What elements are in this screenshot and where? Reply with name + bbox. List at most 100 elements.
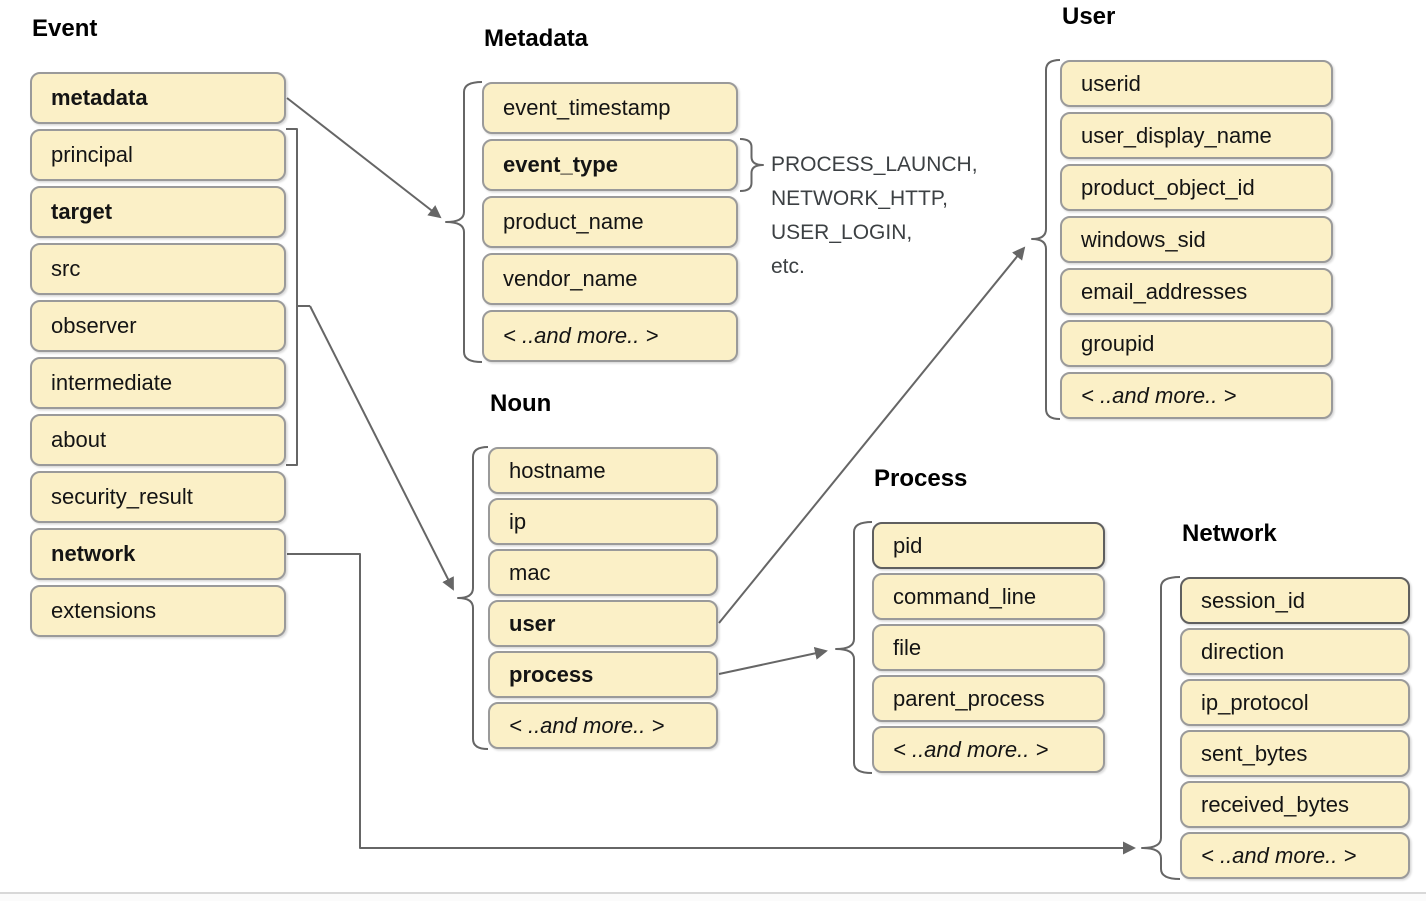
- field-box: ip: [488, 498, 718, 545]
- event-type-values-note: PROCESS_LAUNCH,NETWORK_HTTP,USER_LOGIN,e…: [771, 148, 978, 284]
- noun-group-title: Noun: [490, 390, 552, 418]
- arrow-user-to-user-group: [718, 246, 1026, 624]
- field-box: hostname: [488, 447, 718, 494]
- process-group-title: Process: [874, 465, 968, 493]
- metadata-group-title: Metadata: [484, 25, 589, 53]
- field-box: metadata: [30, 72, 286, 124]
- field-box: vendor_name: [482, 253, 738, 305]
- field-box: < ..and more.. >: [1180, 832, 1410, 879]
- field-box: < ..and more.. >: [482, 310, 738, 362]
- field-box: command_line: [872, 573, 1105, 620]
- field-label: metadata: [51, 85, 148, 110]
- field-box: file: [872, 624, 1105, 671]
- field-box: received_bytes: [1180, 781, 1410, 828]
- field-label: target: [51, 199, 113, 224]
- field-label: groupid: [1081, 330, 1155, 356]
- field-label: intermediate: [51, 370, 173, 395]
- field-box: direction: [1180, 628, 1410, 675]
- arrow-metadata-to-metadata-group: [286, 97, 442, 219]
- field-label: user: [509, 610, 556, 636]
- field-label: event_timestamp: [503, 95, 671, 120]
- field-box: pid: [872, 522, 1105, 569]
- arrow-event-to-noun-group: [309, 305, 454, 591]
- field-box: event_type: [482, 139, 738, 191]
- event-type-value: etc.: [771, 255, 805, 278]
- field-box: windows_sid: [1060, 216, 1333, 263]
- field-box: event_timestamp: [482, 82, 738, 134]
- field-box: intermediate: [30, 357, 286, 409]
- field-box: < ..and more.. >: [1060, 372, 1333, 419]
- event-type-value: PROCESS_LAUNCH,: [771, 153, 978, 176]
- arrow-network-to-network-group: [287, 553, 1136, 855]
- event-type-value: USER_LOGIN,: [771, 221, 913, 244]
- page-bottom-divider: [0, 892, 1426, 894]
- field-label: sent_bytes: [1201, 740, 1308, 766]
- field-box: observer: [30, 300, 286, 352]
- field-label: event_type: [503, 152, 618, 177]
- field-label: command_line: [893, 583, 1037, 609]
- network-group-title: Network: [1182, 520, 1277, 548]
- field-box: target: [30, 186, 286, 238]
- field-label: received_bytes: [1201, 791, 1349, 817]
- field-label: ip: [509, 508, 527, 534]
- field-label: session_id: [1201, 587, 1305, 613]
- field-label: pid: [893, 532, 923, 558]
- field-label: src: [51, 256, 81, 281]
- field-box: < ..and more.. >: [488, 702, 718, 749]
- field-box: sent_bytes: [1180, 730, 1410, 777]
- field-label: product_name: [503, 209, 644, 234]
- field-box: user: [488, 600, 718, 647]
- process-group-brace: [835, 521, 873, 774]
- field-label: < ..and more.. >: [509, 712, 665, 738]
- user-group-brace: [1031, 59, 1061, 420]
- field-box: process: [488, 651, 718, 698]
- field-box: user_display_name: [1060, 112, 1333, 159]
- field-label: windows_sid: [1081, 226, 1206, 252]
- page-bottom-margin: [0, 894, 1426, 901]
- event-group-title: Event: [32, 15, 98, 43]
- field-box: src: [30, 243, 286, 295]
- user-group: User userid user_display_name product_obje…: [1060, 3, 1333, 419]
- field-label: process: [509, 661, 594, 687]
- metadata-group-brace: [445, 81, 483, 363]
- field-box: groupid: [1060, 320, 1333, 367]
- field-label: observer: [51, 313, 137, 338]
- field-label: vendor_name: [503, 266, 638, 291]
- field-box: email_addresses: [1060, 268, 1333, 315]
- field-box: product_object_id: [1060, 164, 1333, 211]
- field-label: mac: [509, 559, 551, 585]
- field-box: security_result: [30, 471, 286, 523]
- field-box: about: [30, 414, 286, 466]
- field-label: email_addresses: [1081, 278, 1248, 304]
- field-box: extensions: [30, 585, 286, 637]
- field-box: session_id: [1180, 577, 1410, 624]
- field-box: userid: [1060, 60, 1333, 107]
- user-group-title: User: [1062, 3, 1116, 31]
- field-label: < ..and more.. >: [1201, 842, 1357, 868]
- field-label: < ..and more.. >: [1081, 382, 1237, 408]
- field-label: ip_protocol: [1201, 689, 1309, 715]
- noun-group-brace: [457, 446, 489, 750]
- network-field-list: session_id direction ip_protocol sent_bytes…: [1180, 577, 1410, 879]
- field-box: ip_protocol: [1180, 679, 1410, 726]
- field-label: < ..and more.. >: [893, 736, 1049, 762]
- field-box: product_name: [482, 196, 738, 248]
- field-label: extensions: [51, 598, 157, 623]
- network-group-brace: [1141, 576, 1181, 880]
- noun-field-list: hostname ip mac user process < ..and more.. >: [488, 447, 718, 749]
- user-field-list: userid user_display_name product_object_id…: [1060, 60, 1333, 419]
- event-type-values-brace: [739, 138, 764, 192]
- field-label: < ..and more.. >: [503, 323, 659, 348]
- field-label: userid: [1081, 70, 1141, 96]
- field-box: network: [30, 528, 286, 580]
- field-box: parent_process: [872, 675, 1105, 722]
